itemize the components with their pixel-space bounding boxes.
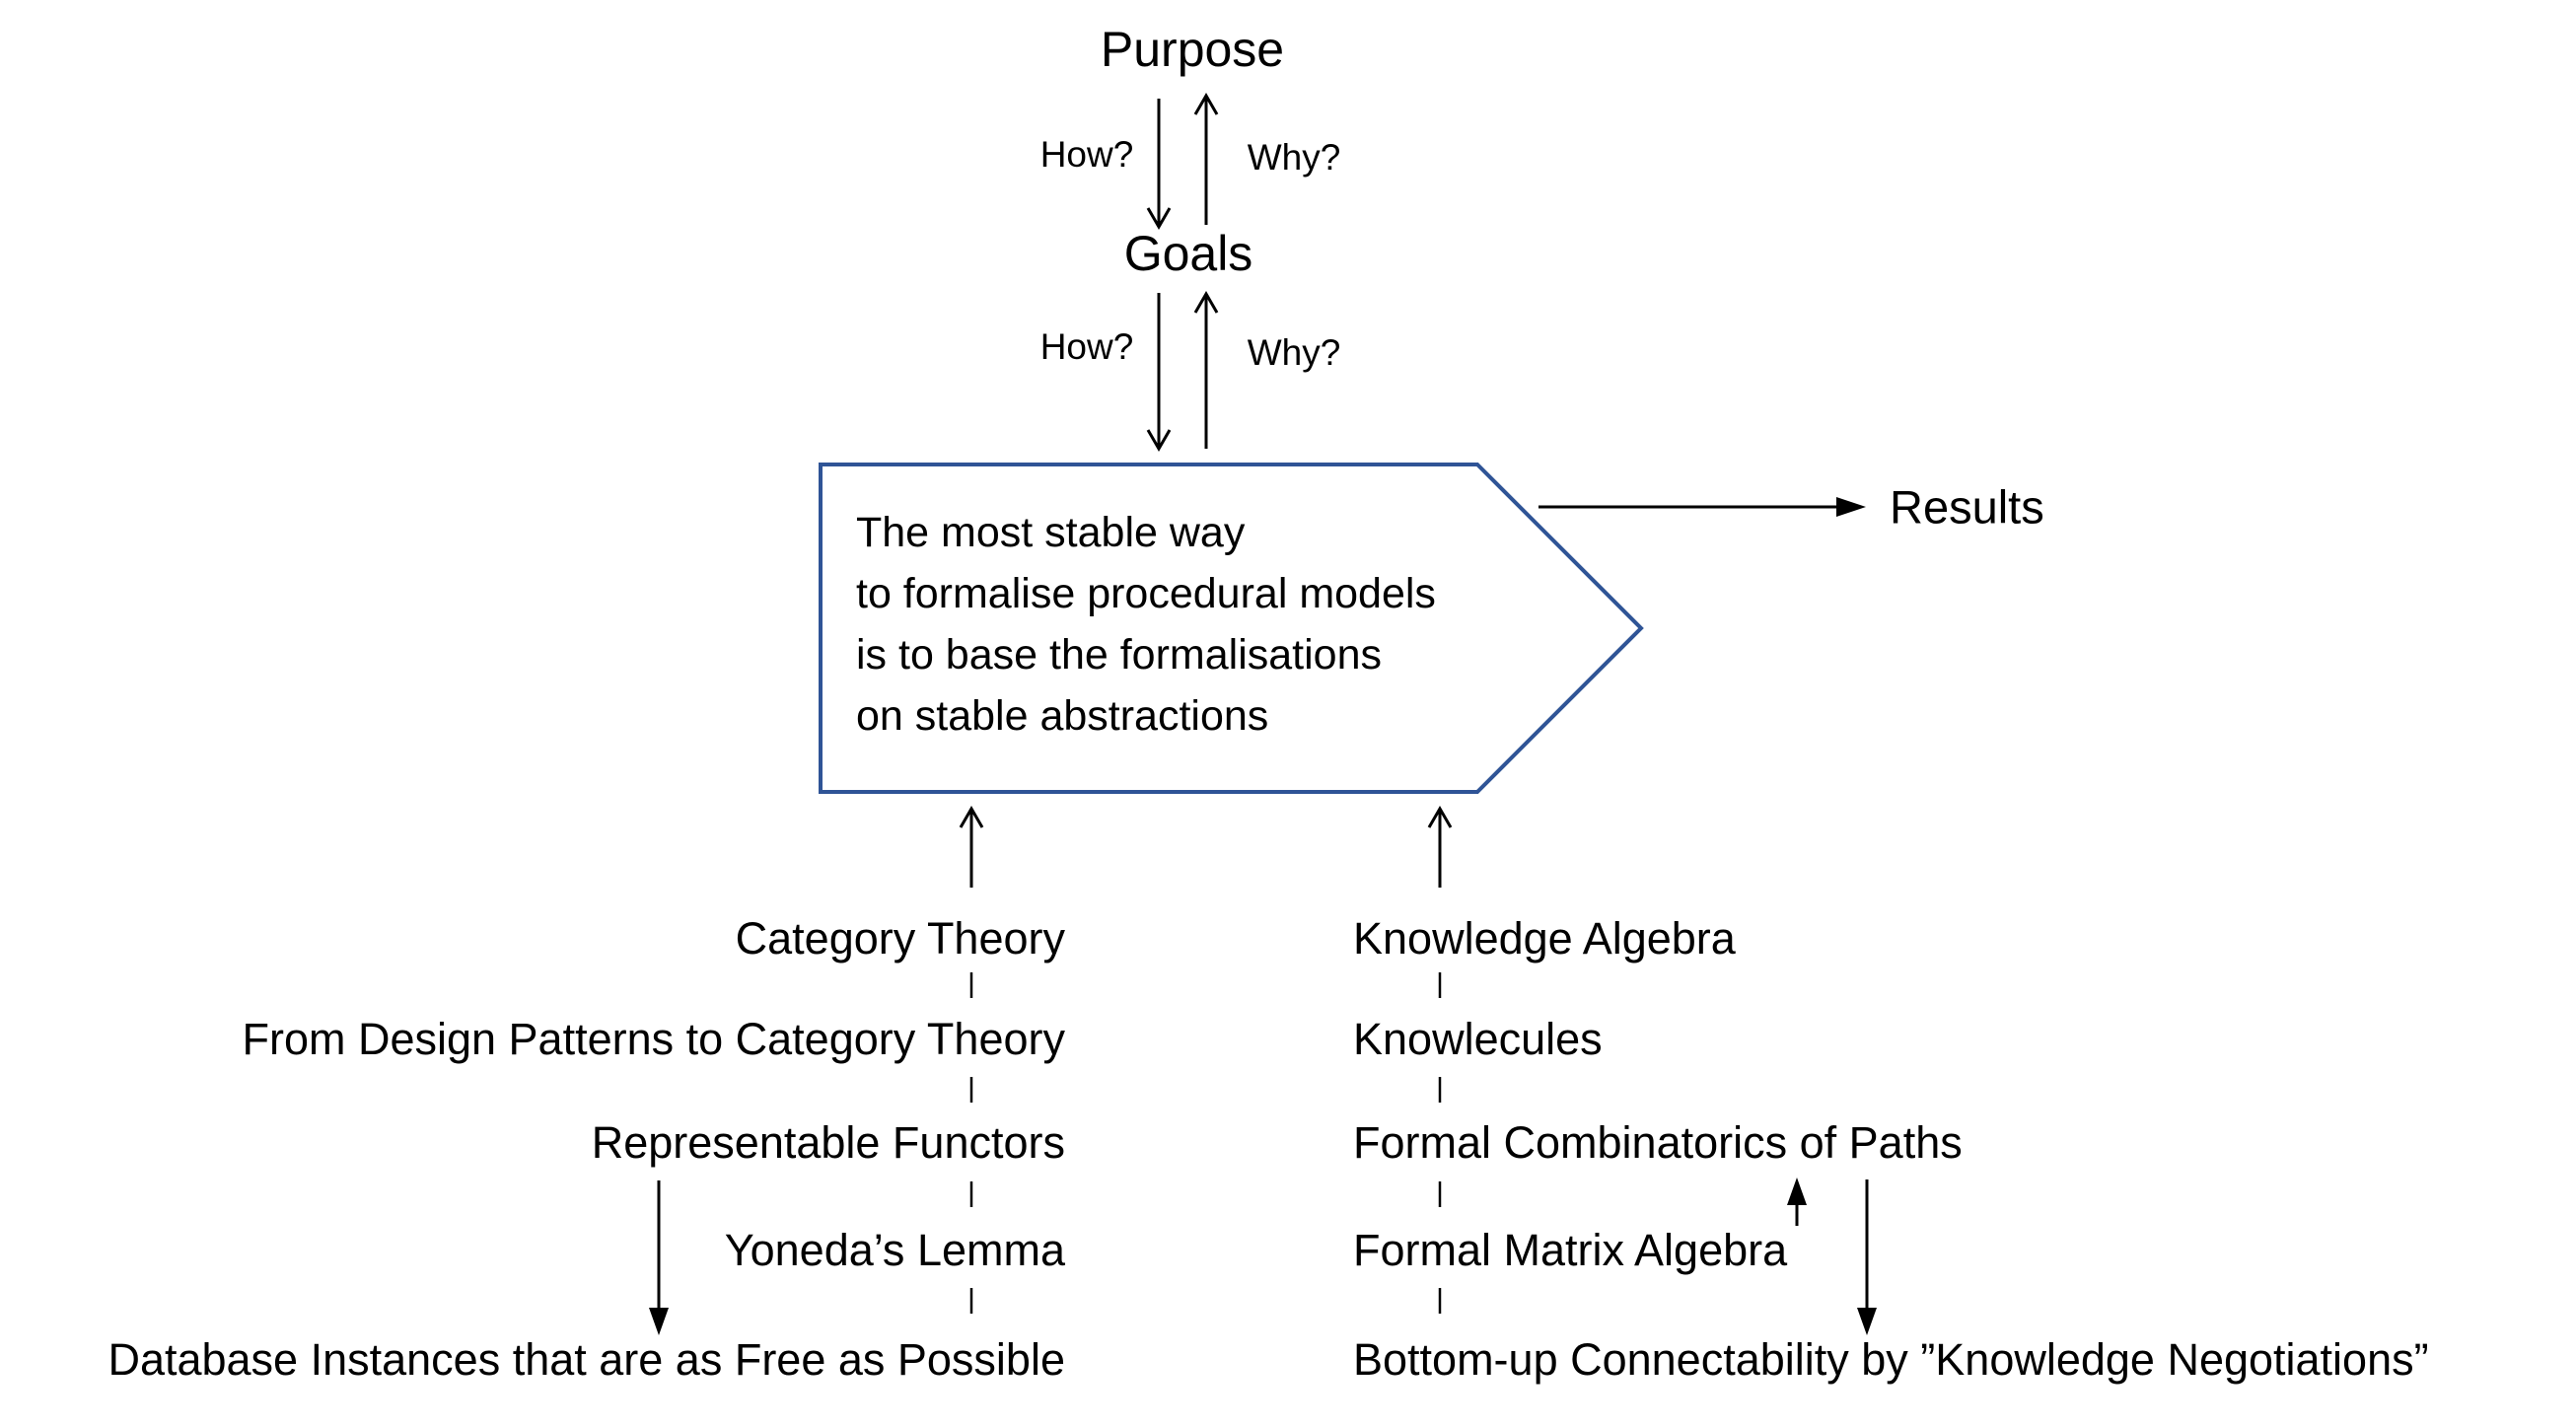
purpose-label: Purpose (1100, 22, 1285, 77)
goals-thesis-up-arrow (1193, 291, 1219, 449)
left-item-representable-functors: Representable Functors (591, 1117, 1065, 1168)
right-item-knowlecules: Knowlecules (1353, 1014, 1603, 1064)
left-item-design-patterns: From Design Patterns to Category Theory (242, 1014, 1065, 1064)
thesis-line-4: on stable abstractions (856, 692, 1269, 740)
results-arrow (1538, 497, 1866, 517)
left-foundation-up-arrow (959, 806, 984, 888)
right-item-formal-matrix-algebra: Formal Matrix Algebra (1353, 1225, 1788, 1275)
how-label-1: How? (1039, 134, 1134, 175)
thesis-text: The most stable way to formalise procedu… (856, 502, 1436, 747)
thesis-line-3: is to base the formalisations (856, 631, 1382, 678)
right-item-formal-combinatorics: Formal Combinatorics of Paths (1353, 1117, 1963, 1168)
how-label-2: How? (1039, 326, 1134, 367)
combinatorics-to-bottomup-arrow (1857, 1179, 1877, 1335)
left-item-yonedas-lemma: Yoneda’s Lemma (724, 1225, 1065, 1275)
right-foundation-up-arrow (1427, 806, 1453, 888)
goals-label: Goals (1123, 226, 1253, 281)
left-item-database-instances: Database Instances that are as Free as P… (107, 1334, 1065, 1385)
why-label-2: Why? (1247, 332, 1341, 373)
goals-thesis-down-arrow (1146, 293, 1172, 452)
left-item-category-theory: Category Theory (735, 913, 1065, 964)
matrix-to-combinatorics-arrow (1787, 1178, 1807, 1226)
representable-to-database-arrow (649, 1180, 669, 1335)
why-label-1: Why? (1247, 137, 1341, 178)
thesis-line-2: to formalise procedural models (856, 570, 1436, 617)
purpose-goals-up-arrow (1193, 93, 1219, 225)
purpose-goals-down-arrow (1146, 99, 1172, 230)
right-item-bottom-up-connectability: Bottom-up Connectability by ”Knowledge N… (1353, 1334, 2429, 1385)
thesis-chevron-shape (819, 463, 1644, 794)
thesis-line-1: The most stable way (856, 509, 1246, 556)
results-label: Results (1890, 480, 2044, 534)
right-item-knowledge-algebra: Knowledge Algebra (1353, 913, 1736, 964)
